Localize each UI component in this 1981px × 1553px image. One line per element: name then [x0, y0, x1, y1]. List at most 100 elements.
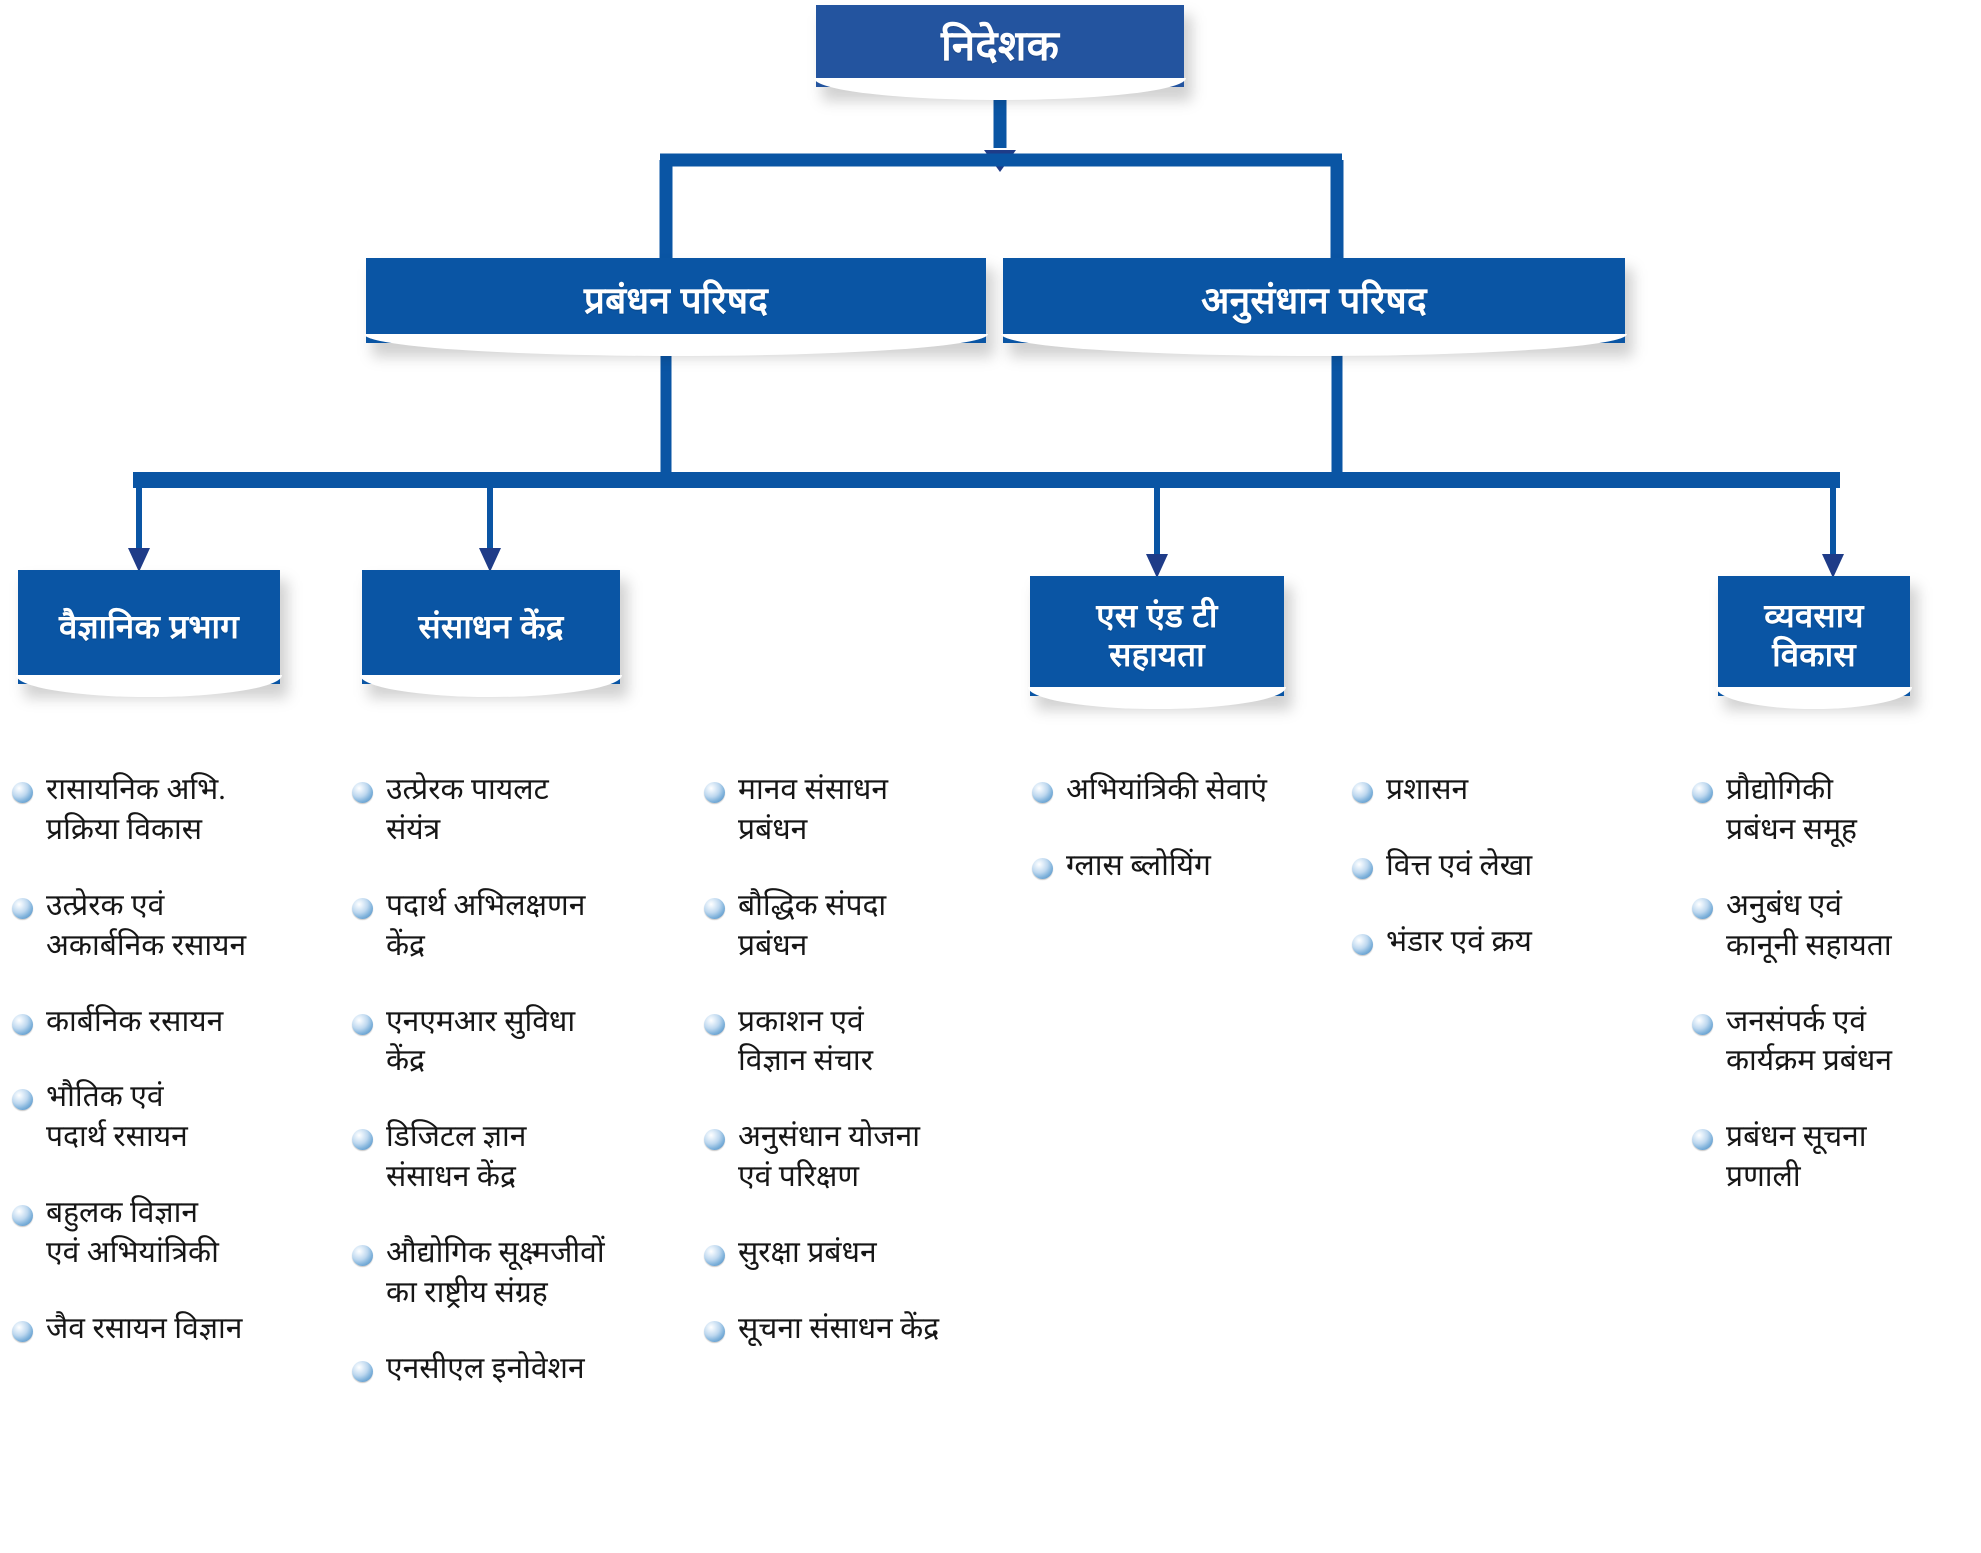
- list-item: अनुबंध एवं कानूनी सहायता: [1688, 886, 1978, 966]
- node-research-council-label: अनुसंधान परिषद: [1201, 279, 1427, 321]
- bullet-column-business-development: प्रौद्योगिकी प्रबंधन समूह अनुबंध एवं कानू…: [1688, 770, 1978, 1233]
- list-item-label: अनुबंध एवं कानूनी सहायता: [1726, 888, 1892, 962]
- list-item: भंडार एवं क्रय: [1348, 922, 1648, 962]
- node-fill: [366, 258, 986, 343]
- node-st-support[interactable]: एस एंड टी सहायता: [1030, 576, 1284, 696]
- node-fill: [1718, 576, 1910, 696]
- list-item: बौद्धिक संपदा प्रबंधन: [700, 886, 1030, 966]
- list-item: जनसंपर्क एवं कार्यक्रम प्रबंधन: [1688, 1002, 1978, 1082]
- bullet-sphere-icon: [12, 1321, 33, 1343]
- list-item-label: जनसंपर्क एवं कार्यक्रम प्रबंधन: [1726, 1004, 1892, 1078]
- bullet-column-support-services: मानव संसाधन प्रबंधन बौद्धिक संपदा प्रबंधन…: [700, 770, 1030, 1385]
- list-item: प्रबंधन सूचना प्रणाली: [1688, 1117, 1978, 1197]
- bullet-column-resource-centre: उत्प्रेरक पायलट संयंत्र पदार्थ अभिलक्षणन …: [348, 770, 658, 1425]
- node-fill: [1030, 576, 1284, 696]
- list-item-label: भौतिक एवं पदार्थ रसायन: [46, 1080, 188, 1154]
- node-director-label: निदेशक: [940, 22, 1060, 70]
- list-item-label: ग्लास ब्लोयिंग: [1066, 848, 1211, 882]
- bullet-sphere-icon: [352, 1013, 373, 1035]
- bullet-sphere-icon: [352, 1360, 373, 1382]
- list-item-label: प्रशासन: [1386, 773, 1469, 806]
- bullet-sphere-icon: [12, 897, 33, 919]
- bullet-sphere-icon: [1032, 857, 1053, 879]
- bullet-column-st-support: अभियांत्रिकी सेवाएं ग्लास ब्लोयिंग: [1028, 770, 1328, 922]
- list-item-label: जैव रसायन विज्ञान: [46, 1312, 243, 1346]
- list-item: उत्प्रेरक पायलट संयंत्र: [348, 770, 658, 850]
- node-management-council[interactable]: प्रबंधन परिषद: [366, 258, 986, 343]
- list-item-label: भंडार एवं क्रय: [1386, 924, 1532, 958]
- list-item: बहुलक विज्ञान एवं अभियांत्रिकी: [8, 1193, 308, 1273]
- bullet-sphere-icon: [12, 782, 33, 803]
- node-business-development[interactable]: व्यवसाय विकास: [1718, 576, 1910, 696]
- list-item: पदार्थ अभिलक्षणन केंद्र: [348, 886, 658, 966]
- list-item-label: प्रबंधन सूचना प्रणाली: [1726, 1120, 1867, 1194]
- bullet-sphere-icon: [12, 1089, 33, 1111]
- list-item: कार्बनिक रसायन: [8, 1002, 308, 1042]
- list-item-label: प्रकाशन एवं विज्ञान संचार: [738, 1004, 873, 1078]
- list-item: ग्लास ब्लोयिंग: [1028, 846, 1328, 886]
- list-item: मानव संसाधन प्रबंधन: [700, 770, 1030, 850]
- node-fill: [18, 570, 280, 684]
- list-item: वित्त एवं लेखा: [1348, 846, 1648, 886]
- list-item: भौतिक एवं पदार्थ रसायन: [8, 1077, 308, 1157]
- bullet-sphere-icon: [704, 897, 725, 919]
- bullet-sphere-icon: [1352, 782, 1373, 803]
- bullet-sphere-icon: [704, 1013, 725, 1035]
- list-item-label: एनसीएल इनोवेशन: [386, 1351, 585, 1385]
- list-item-label: उत्प्रेरक पायलट संयंत्र: [386, 773, 549, 846]
- list-item: प्रौद्योगिकी प्रबंधन समूह: [1688, 770, 1978, 850]
- list-item: प्रकाशन एवं विज्ञान संचार: [700, 1002, 1030, 1082]
- bullet-sphere-icon: [1692, 1013, 1713, 1035]
- bullet-sphere-icon: [1352, 857, 1373, 879]
- list-item-label: प्रौद्योगिकी प्रबंधन समूह: [1726, 773, 1857, 846]
- list-item: जैव रसायन विज्ञान: [8, 1309, 308, 1349]
- bullet-sphere-icon: [352, 782, 373, 803]
- list-item-label: सूचना संसाधन केंद्र: [738, 1312, 940, 1346]
- list-item-label: अनुसंधान योजना एवं परिक्षण: [738, 1120, 921, 1194]
- bullet-sphere-icon: [352, 1129, 373, 1151]
- bullet-column-scientific-division: रासायनिक अभि. प्रक्रिया विकास उत्प्रेरक ए…: [8, 770, 308, 1385]
- list-item-label: औद्योगिक सूक्ष्मजीवों का राष्ट्रीय संग्र…: [386, 1236, 605, 1310]
- list-item: औद्योगिक सूक्ष्मजीवों का राष्ट्रीय संग्र…: [348, 1233, 658, 1313]
- list-item-label: कार्बनिक रसायन: [46, 1004, 224, 1038]
- bullet-sphere-icon: [704, 782, 725, 803]
- list-item: अभियांत्रिकी सेवाएं: [1028, 770, 1328, 810]
- list-item-label: रासायनिक अभि. प्रक्रिया विकास: [46, 773, 226, 846]
- list-item-label: उत्प्रेरक एवं अकार्बनिक रसायन: [46, 888, 247, 962]
- node-st-support-label: एस एंड टी सहायता: [1096, 597, 1218, 673]
- list-item-label: वित्त एवं लेखा: [1386, 848, 1533, 882]
- node-director[interactable]: निदेशक: [816, 5, 1184, 87]
- list-item-label: पदार्थ अभिलक्षणन केंद्र: [386, 888, 586, 962]
- bullet-sphere-icon: [352, 1245, 373, 1267]
- bullet-sphere-icon: [12, 1205, 33, 1227]
- node-fill: [1003, 258, 1625, 343]
- list-item: सूचना संसाधन केंद्र: [700, 1309, 1030, 1349]
- bullet-sphere-icon: [704, 1129, 725, 1151]
- bullet-sphere-icon: [704, 1321, 725, 1343]
- node-fill: [362, 570, 620, 684]
- node-management-council-label: प्रबंधन परिषद: [583, 279, 769, 321]
- list-item-label: बौद्धिक संपदा प्रबंधन: [738, 888, 887, 962]
- node-research-council[interactable]: अनुसंधान परिषद: [1003, 258, 1625, 343]
- node-scientific-division-label: वैज्ञानिक प्रभाग: [58, 607, 240, 645]
- list-item-label: डिजिटल ज्ञान संसाधन केंद्र: [386, 1120, 527, 1194]
- list-item-label: अभियांत्रिकी सेवाएं: [1066, 773, 1267, 806]
- list-item: डिजिटल ज्ञान संसाधन केंद्र: [348, 1117, 658, 1197]
- node-resource-centre-label: संसाधन केंद्र: [418, 607, 564, 645]
- node-resource-centre[interactable]: संसाधन केंद्र: [362, 570, 620, 684]
- list-item: एनएमआर सुविधा केंद्र: [348, 1002, 658, 1082]
- list-item: अनुसंधान योजना एवं परिक्षण: [700, 1117, 1030, 1197]
- bullet-sphere-icon: [1692, 782, 1713, 803]
- bullet-sphere-icon: [12, 1013, 33, 1035]
- node-fill: [816, 5, 1184, 87]
- bullet-sphere-icon: [1032, 782, 1053, 803]
- bullet-sphere-icon: [352, 897, 373, 919]
- list-item: प्रशासन: [1348, 770, 1648, 810]
- list-item-label: एनएमआर सुविधा केंद्र: [386, 1004, 576, 1078]
- list-item: एनसीएल इनोवेशन: [348, 1349, 658, 1389]
- list-item: सुरक्षा प्रबंधन: [700, 1233, 1030, 1273]
- node-scientific-division[interactable]: वैज्ञानिक प्रभाग: [18, 570, 280, 684]
- list-item: रासायनिक अभि. प्रक्रिया विकास: [8, 770, 308, 850]
- bullet-sphere-icon: [704, 1245, 725, 1267]
